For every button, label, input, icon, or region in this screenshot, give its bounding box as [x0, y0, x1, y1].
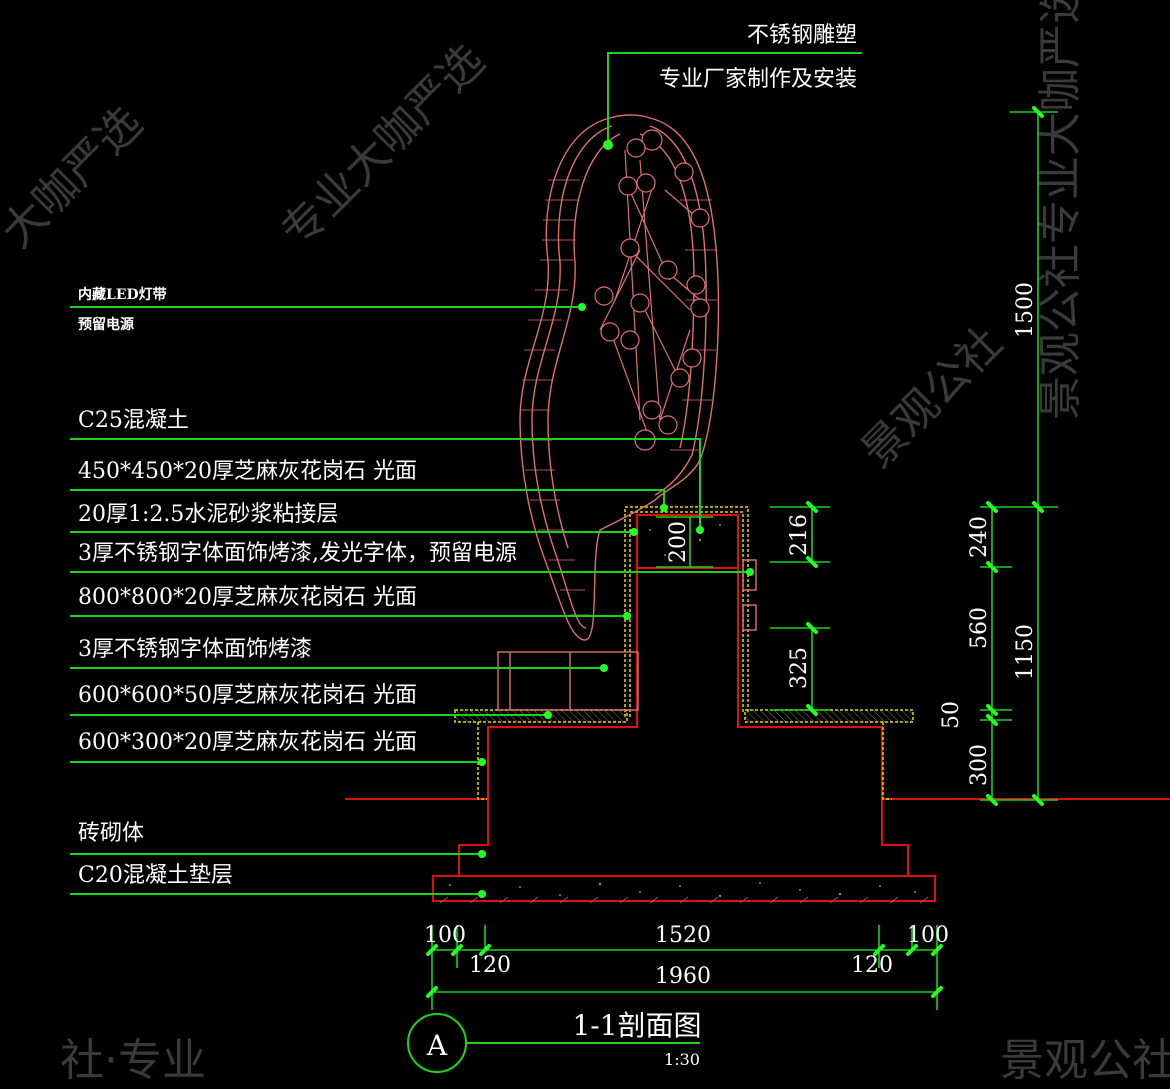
section-marker-label: A: [426, 1029, 448, 1062]
callout-text: 内藏LED灯带: [78, 286, 167, 303]
watermark-text: 大咖严选: [0, 97, 152, 258]
dim-label: 120: [851, 953, 893, 978]
leader-dot: [478, 890, 486, 898]
callout-text: 450*450*20厚芝麻灰花岗石 光面: [78, 459, 417, 484]
concrete-cap: [636, 514, 739, 569]
leader-dot: [478, 758, 486, 766]
dim-label: 1520: [655, 923, 711, 948]
dim-label: 1500: [1013, 282, 1038, 338]
dim-label: 300: [967, 744, 992, 786]
callout-text: 专业厂家制作及安装: [659, 67, 857, 92]
dim-label: 100: [907, 923, 949, 948]
callout-text: 砖砌体: [78, 821, 144, 846]
dim-label: 1150: [1013, 624, 1038, 680]
callout-text: 600*600*50厚芝麻灰花岗石 光面: [78, 683, 417, 708]
dim-label: 200: [666, 521, 691, 563]
callout-text: 20厚1:2.5水泥砂浆粘接层: [78, 502, 338, 527]
leader-dot: [746, 568, 754, 576]
watermark-text: 景观公社专业大咖严选: [1035, 0, 1086, 420]
callout-text: 3厚不锈钢字体面饰烤漆: [78, 637, 312, 662]
leader-dot: [544, 711, 552, 719]
callout-text: 不锈钢雕塑: [747, 23, 857, 48]
callout-list-left: C25混凝土 450*450*20厚芝麻灰花岗石 光面 20厚1:2.5水泥砂浆…: [70, 408, 754, 898]
watermark-text: 景观公社: [1000, 1035, 1170, 1086]
dim-label: 560: [967, 607, 992, 649]
callout-text: C20混凝土垫层: [78, 863, 233, 888]
watermark-text: 社·专业: [60, 1035, 206, 1086]
leader-dot: [603, 140, 613, 150]
leader-dot: [623, 612, 631, 620]
watermark-text: 专业大咖严选: [272, 35, 495, 258]
dim-label: 1960: [655, 964, 711, 989]
leader-dot: [478, 850, 486, 858]
section-title-block: A 1-1剖面图 1:30: [407, 1009, 702, 1073]
section-title: 1-1剖面图: [572, 1009, 701, 1042]
callout-text: C25混凝土: [78, 408, 189, 433]
callout-text: 3厚不锈钢字体面饰烤漆,发光字体，预留电源: [78, 541, 517, 566]
leader-dot: [600, 664, 608, 672]
local-dimensions: 216 325 200: [656, 501, 830, 716]
watermark-text: 景观公社: [852, 317, 1013, 478]
section-scale: 1:30: [664, 1050, 700, 1069]
leader-dot: [696, 526, 704, 534]
callout-text: 800*800*20厚芝麻灰花岗石 光面: [78, 585, 417, 610]
dim-label: 120: [469, 953, 511, 978]
leader-dot: [578, 303, 586, 311]
horizontal-dimensions: 100 1520 100 120 120 1960: [424, 923, 949, 1010]
leader-dot: [630, 528, 638, 536]
callout-led: 内藏LED灯带 预留电源: [70, 286, 586, 333]
dim-label: 50: [939, 701, 964, 729]
concrete-cushion: [432, 875, 936, 904]
dim-label: 216: [787, 514, 812, 556]
callout-text: 600*300*20厚芝麻灰花岗石 光面: [78, 730, 417, 755]
callout-sculpture: 不锈钢雕塑 专业厂家制作及安装: [603, 23, 862, 150]
callout-text: 预留电源: [78, 316, 134, 333]
dim-label: 325: [787, 647, 812, 689]
dim-label: 100: [424, 923, 466, 948]
leader-dot: [660, 504, 668, 512]
stainless-letters: [497, 559, 757, 711]
vertical-dimensions: 1500 1150 240 560 50 300: [939, 106, 1058, 806]
dim-label: 240: [967, 516, 992, 558]
